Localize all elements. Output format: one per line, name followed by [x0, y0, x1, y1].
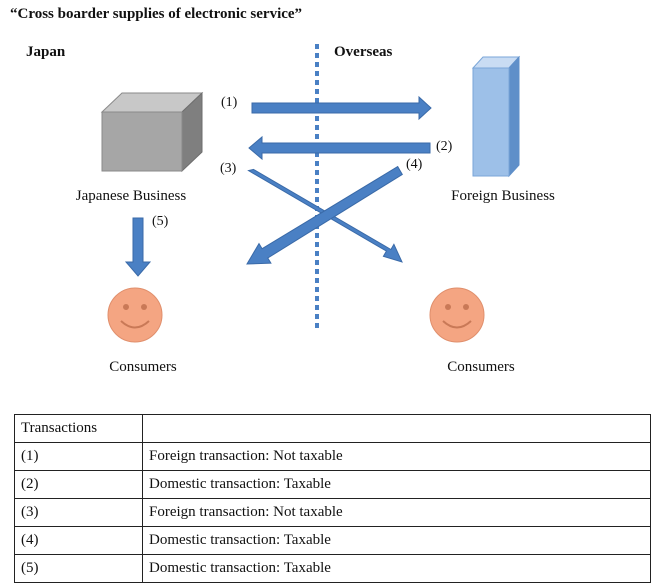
arrow-label-5: (5)	[152, 214, 169, 229]
region-japan-label: Japan	[26, 44, 66, 60]
table-row: (1) Foreign transaction: Not taxable	[14, 442, 651, 471]
transaction-id-cell: (5)	[14, 554, 143, 583]
region-overseas-label: Overseas	[334, 44, 393, 60]
transaction-id-cell: (3)	[14, 498, 143, 527]
arrow-1	[251, 95, 432, 121]
foreign-business-icon	[471, 55, 521, 178]
transaction-status-cell: Foreign transaction: Not taxable	[142, 498, 651, 527]
arrow-5	[124, 217, 152, 277]
transaction-id-cell: (4)	[14, 526, 143, 555]
transaction-status-cell: Domestic transaction: Taxable	[142, 554, 651, 583]
japanese-business-label: Japanese Business	[75, 188, 187, 204]
arrow-4	[246, 165, 403, 265]
arrow-3	[247, 168, 403, 263]
table-header-row: Transactions	[14, 414, 651, 443]
consumer-right-smiley-icon	[429, 287, 485, 343]
transaction-id-cell: (1)	[14, 442, 143, 471]
table-row: (5) Domestic transaction: Taxable	[14, 554, 651, 583]
transaction-status-cell: Domestic transaction: Taxable	[142, 470, 651, 499]
table-row: (2) Domestic transaction: Taxable	[14, 470, 651, 499]
transactions-table: Transactions (1) Foreign transaction: No…	[14, 414, 651, 583]
transaction-id-cell: (2)	[14, 470, 143, 499]
table-row: (3) Foreign transaction: Not taxable	[14, 498, 651, 527]
consumers-right-label: Consumers	[447, 359, 515, 375]
table-header-blank	[142, 414, 651, 443]
arrow-label-3: (3)	[220, 161, 237, 176]
arrow-2	[248, 135, 431, 161]
diagram-title: “Cross boarder supplies of electronic se…	[10, 6, 303, 22]
transaction-status-cell: Foreign transaction: Not taxable	[142, 442, 651, 471]
foreign-business-label: Foreign Business	[451, 188, 555, 204]
table-row: (4) Domestic transaction: Taxable	[14, 526, 651, 555]
arrow-label-1: (1)	[221, 95, 238, 110]
arrow-label-4: (4)	[406, 157, 423, 172]
consumers-left-label: Consumers	[109, 359, 177, 375]
table-header-transactions: Transactions	[14, 414, 143, 443]
japanese-business-icon	[100, 91, 204, 173]
flow-diagram	[100, 44, 521, 343]
consumer-left-smiley-icon	[107, 287, 163, 343]
transaction-status-cell: Domestic transaction: Taxable	[142, 526, 651, 555]
arrow-label-2: (2)	[436, 139, 453, 154]
